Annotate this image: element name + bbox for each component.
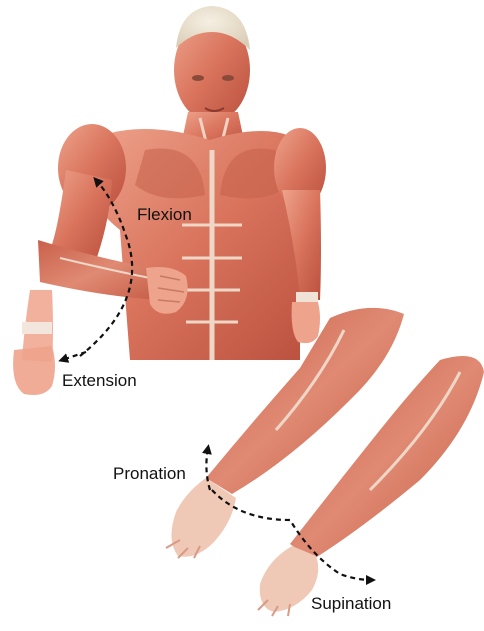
right-hand [292,302,320,343]
extension-arrow-tip [62,352,86,360]
flexion-label: Flexion [137,205,192,225]
pronation-label: Pronation [113,464,186,484]
torso-figure [13,6,326,395]
left-hand-extended [13,346,55,395]
extension-label: Extension [62,371,137,391]
supination-label: Supination [311,594,391,614]
left-fist [146,267,188,314]
